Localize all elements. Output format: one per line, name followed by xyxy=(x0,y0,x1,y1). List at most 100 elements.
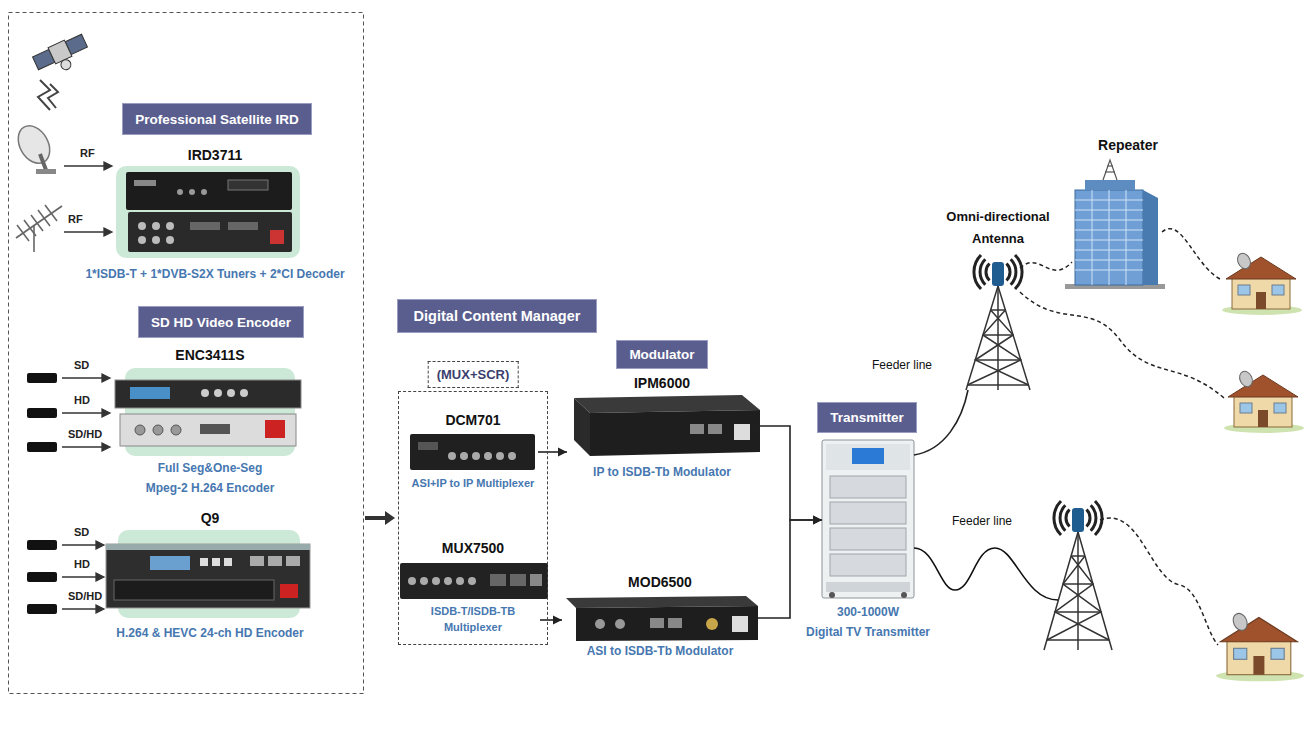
ird-device-part xyxy=(190,222,220,230)
device-caption: 1*ISDB-T + 1*DVB-S2X Tuners + 2*CI Decod… xyxy=(85,264,344,284)
dcm-device-part xyxy=(460,452,468,460)
ird-device-part xyxy=(189,189,195,195)
transmitter-cabinet-part xyxy=(830,554,906,576)
mux-device xyxy=(400,563,548,599)
mod-device-part xyxy=(615,619,625,629)
house-icon xyxy=(1222,251,1302,315)
section-header: Modulator xyxy=(616,340,708,369)
signal-label: SD/HD xyxy=(66,590,104,603)
caption-block: 300-1000WDigital TV Transmitter xyxy=(806,602,930,642)
ird-device-part xyxy=(126,172,292,210)
ipm-device-part xyxy=(590,410,760,456)
ipm-device-part xyxy=(574,395,760,413)
header-text: Transmitter xyxy=(830,410,904,425)
wire-label: Feeder line xyxy=(950,514,1014,529)
signal-label: SD/HD xyxy=(66,428,104,441)
signal-source-box-part xyxy=(27,373,57,383)
device-node: MUX7500ISDB-T/ISDB-TB Multiplexer xyxy=(406,539,540,635)
dcm-device xyxy=(410,434,535,470)
antenna-head xyxy=(1072,508,1084,532)
repeater-building xyxy=(1065,160,1165,289)
signal-arcs-part xyxy=(1095,501,1102,535)
device-caption: Mpeg-2 H.264 Encoder xyxy=(146,478,275,498)
encoder-device-part xyxy=(240,389,248,397)
ipm-device-part xyxy=(708,424,722,434)
ird-device-part xyxy=(228,180,268,190)
repeater-building-part xyxy=(1092,190,1093,285)
ird-device-part xyxy=(166,222,174,230)
repeater-building-part xyxy=(1103,160,1117,180)
ird-device xyxy=(116,166,300,258)
model-name: Q9 xyxy=(201,509,220,527)
ird-device-part xyxy=(201,189,207,195)
q9-device-part xyxy=(106,544,310,550)
q9-device xyxy=(106,530,310,618)
mux-device-part xyxy=(490,574,506,586)
satellite-icon xyxy=(32,32,93,80)
model-name: IRD3711 xyxy=(188,146,242,164)
ird-device-part xyxy=(270,230,284,244)
model-name: DCM701 xyxy=(445,411,500,429)
connector xyxy=(757,426,822,525)
tower-icon xyxy=(1044,532,1112,650)
dcm-device-part xyxy=(496,452,504,460)
lightning-icon xyxy=(38,80,58,110)
big-arrow-part xyxy=(385,511,395,525)
ipm-device-part xyxy=(574,398,590,456)
yagi-antenna-icon-part xyxy=(45,205,57,221)
device-node: ENC3411SFull Seg&One-SegMpeg-2 H.264 Enc… xyxy=(120,346,300,498)
tower-icon-part xyxy=(1047,639,1109,641)
q9-device-part xyxy=(150,556,190,570)
device-caption: ISDB-T/ISDB-TB Multiplexer xyxy=(408,603,538,635)
tower-icon-part xyxy=(1044,532,1112,650)
encoder-device-part xyxy=(214,389,222,397)
encoder-device-part xyxy=(265,420,285,438)
signal-arcs-part xyxy=(1091,505,1096,530)
ird-device-part xyxy=(152,222,160,230)
encoder-device-part xyxy=(200,424,230,434)
signal-source-box-part xyxy=(27,408,57,418)
transmitter-cabinet-part xyxy=(830,528,906,550)
signal-arrow-part xyxy=(64,231,106,232)
repeater-building-part xyxy=(1085,180,1135,190)
ipm-device xyxy=(574,395,760,456)
encoder-device xyxy=(115,368,301,456)
ird-device-part xyxy=(134,180,156,186)
encoder-device-part xyxy=(135,425,145,435)
mod-device-part xyxy=(732,616,748,632)
transmitter-cabinet-part xyxy=(822,440,914,598)
mod-device-part xyxy=(650,618,664,628)
dcm-device-part xyxy=(472,452,480,460)
device-caption: Full Seg&One-Seg xyxy=(158,458,263,478)
mux-device-part xyxy=(456,577,464,585)
yagi-antenna-icon xyxy=(16,205,62,252)
connector xyxy=(914,390,968,455)
q9-device-part xyxy=(200,558,208,566)
ird-device-part xyxy=(116,166,300,258)
signal-source-box-part xyxy=(27,442,57,452)
section-header: Transmitter xyxy=(817,402,917,433)
dcm-device-part xyxy=(410,434,535,470)
header-text: SD HD Video Encoder xyxy=(151,315,291,330)
signal-arcs xyxy=(974,255,1022,289)
signal-arcs-part xyxy=(986,264,990,281)
transmitter-cabinet xyxy=(822,440,914,598)
connector xyxy=(758,516,822,619)
mux-device-part xyxy=(400,563,548,599)
ird-device-part xyxy=(152,236,160,244)
ird-device-part xyxy=(177,189,183,195)
q9-device-part xyxy=(250,556,264,566)
ird-device-part xyxy=(166,236,174,244)
transmitter-cabinet-part xyxy=(830,476,906,498)
q9-device-part xyxy=(212,558,220,566)
edge-label: Feeder line xyxy=(870,358,934,373)
signal-arrow-part xyxy=(102,374,110,382)
signal-arrow-part xyxy=(104,228,112,236)
yagi-antenna-icon-part xyxy=(38,210,50,226)
tower-icon-part xyxy=(1047,556,1101,640)
section-header: SD HD Video Encoder xyxy=(138,306,304,338)
mux-device-part xyxy=(420,577,428,585)
satellite-icon-part xyxy=(59,58,72,71)
q9-device-part xyxy=(106,544,310,608)
